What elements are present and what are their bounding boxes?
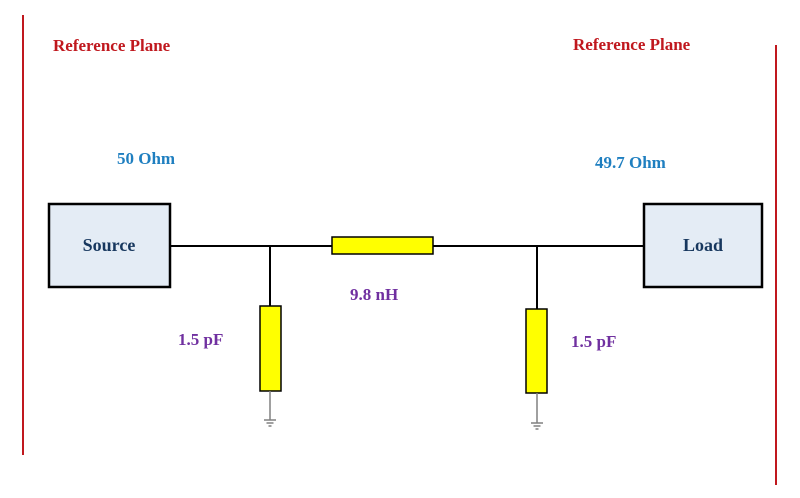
load-box xyxy=(642,202,764,289)
series-inductor xyxy=(331,236,434,255)
source-label: Source xyxy=(83,235,136,255)
right-capacitor xyxy=(525,308,548,394)
right-ground-icon xyxy=(531,422,543,430)
right-reference-plane-label: Reference Plane xyxy=(573,35,691,54)
load-label: Load xyxy=(683,235,723,255)
left-capacitor xyxy=(259,305,282,392)
left-capacitor-value-label: 1.5 pF xyxy=(178,330,223,349)
left-reference-plane-label: Reference Plane xyxy=(53,36,171,55)
right-capacitor-value-label: 1.5 pF xyxy=(571,332,616,351)
load-impedance-label: 49.7 Ohm xyxy=(595,153,666,172)
left-ground-icon xyxy=(264,419,276,427)
source-box xyxy=(47,202,172,289)
inductor-value-label: 9.8 nH xyxy=(350,285,398,304)
source-impedance-label: 50 Ohm xyxy=(117,149,175,168)
